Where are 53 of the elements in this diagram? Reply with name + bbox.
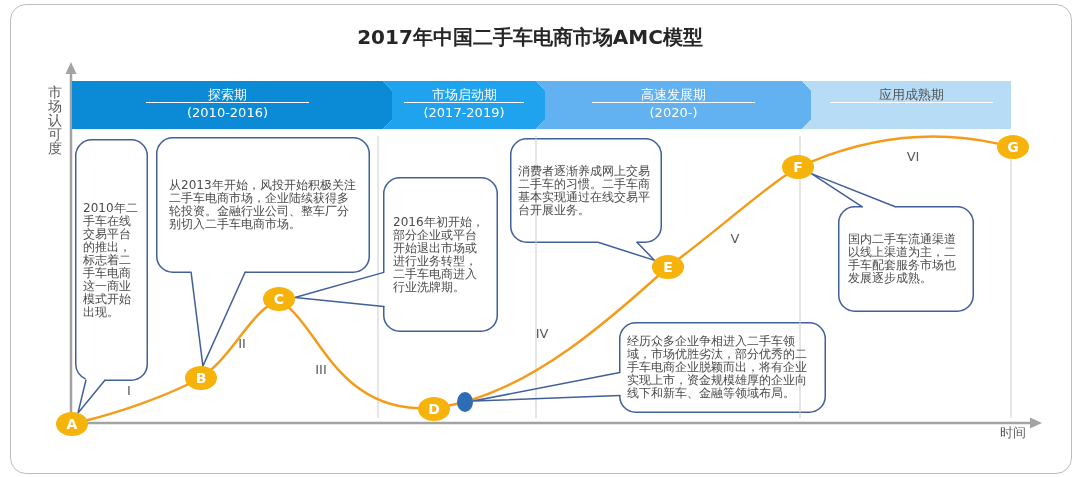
callout-bubble (156, 137, 370, 273)
callout-bubble (383, 177, 498, 332)
stage-numeral: IV (535, 326, 549, 342)
phase-years: (2010-2016) (187, 105, 268, 121)
stage-marker: E (652, 255, 684, 279)
phase-name: 市场启动期 (431, 87, 497, 103)
chart-title: 2017年中国二手车电商市场AMC模型 (357, 24, 703, 50)
phase-band (72, 81, 392, 129)
callout-pointer (190, 271, 246, 367)
curve-segment (471, 274, 659, 401)
stage-marker: B (185, 366, 217, 390)
callout-bubble (510, 138, 662, 243)
axis-title: 时间 (1000, 425, 1026, 441)
callout-pointer (77, 379, 106, 414)
stage-marker: G (997, 135, 1029, 159)
callout-text: 2016年初开始，部分企业或平台开始退出市场或进行业务转型，二手车电商进入行业洗牌期。 (393, 215, 485, 294)
callout-pointer (597, 241, 656, 262)
callout-pointer (810, 172, 897, 208)
stage-numeral: VI (906, 149, 920, 165)
stage-numeral: III (315, 362, 327, 378)
curve-segment (810, 135, 999, 163)
callout-pointer (472, 371, 621, 402)
axis-title: 市场认可度 (48, 85, 62, 155)
callout-bubble (619, 322, 826, 413)
phase-years: (2020-) (649, 105, 698, 121)
callout-text: 2010年二手车在线交易平台的推出，标志着二手车电商这一商业模式开始出现。 (83, 201, 139, 319)
callout-text: 从2013年开始，风投开始积极关注二手车电商市场，企业陆续获得多轮投资。金融行业公司、整车厂分别切入二手车电商市场。 (169, 179, 357, 231)
callout-text: 国内二手车流通渠道以线上渠道为主，二手车配套服务市场也发展逐步成熟。 (848, 233, 957, 285)
dot-icon (457, 392, 473, 412)
curve-segment (678, 173, 788, 260)
curve-segment (85, 383, 189, 422)
stage-marker: C (263, 287, 295, 311)
callout-pointer (294, 271, 385, 308)
callout-bubble (75, 139, 148, 381)
phase-years: (2017-2019) (423, 105, 505, 121)
curve-segment (210, 305, 269, 371)
curve-segment (448, 402, 459, 407)
stage-marker: A (56, 412, 88, 436)
callout-text: 消费者逐渐养成网上交易二手车的习惯。二手车商基本实现通过在线交易平台开展业务。 (518, 164, 651, 217)
callout-text: 经历众多企业争相进入二手车领域，市场优胜劣汰，部分优秀的二手车电商企业脱颖而出，将有企业实现上市，资金规模雄厚的企业向线下和新车、金融等领域布局。 (627, 335, 808, 400)
stage-numeral: I (127, 383, 131, 399)
phase-name: 高速发展期 (641, 87, 706, 103)
stage-numeral: V (730, 231, 740, 247)
phase-band (536, 81, 811, 129)
stage-marker: D (418, 397, 450, 421)
callout-bubble (838, 206, 974, 312)
stage-numeral: II (238, 336, 246, 352)
phase-band (383, 81, 545, 129)
phase-band (802, 81, 1011, 129)
phase-name: 探索期 (208, 87, 247, 103)
stage-marker: F (782, 155, 814, 179)
curve-segment (288, 306, 420, 410)
phase-name: 应用成熟期 (878, 87, 944, 103)
